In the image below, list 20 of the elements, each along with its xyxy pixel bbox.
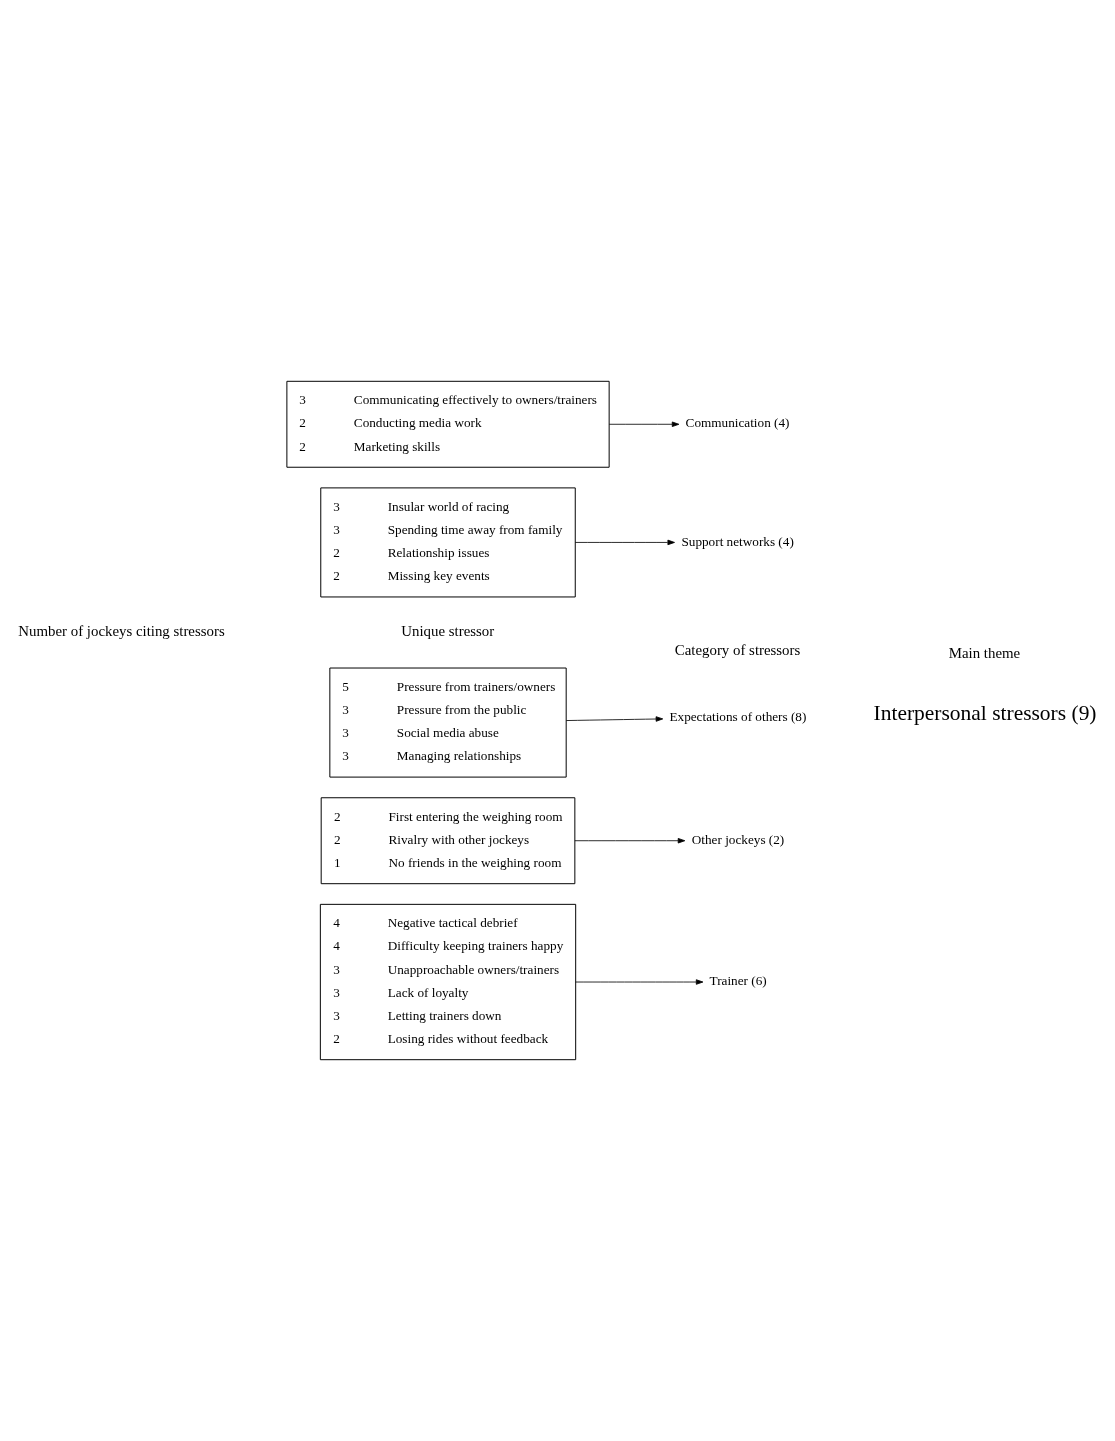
- node-text: Trainer (6): [709, 973, 767, 989]
- label: Number of jockeys citing stressors: [18, 623, 225, 640]
- label: Unique stressor: [401, 623, 495, 640]
- arrow: [608, 421, 680, 427]
- node-box: 2 First entering the weighing room 2 Rivalry with other jockeys 1 No friends in the weighing room: [320, 797, 576, 885]
- label: Category of stressors: [674, 642, 801, 659]
- node-box: 5 Pressure from trainers/owners 3 Pressure from the public 3 Social media abuse 3 Managing relationships: [329, 667, 567, 778]
- node-text: Communication (4): [685, 415, 790, 431]
- arrow: [575, 979, 704, 985]
- node-text: Other jockeys (2): [691, 831, 785, 847]
- node-text: Support networks (4): [681, 533, 794, 549]
- node-box: 4 Negative tactical debrief 4 Difficulty keeping trainers happy 3 Unapproachable owners/trainers 3 Lack of loyalty 3 Letting trainers down 2 Losing rides without feedback: [319, 903, 577, 1061]
- label: Main theme: [948, 644, 1021, 661]
- arrow: [565, 716, 664, 722]
- node-text: Expectations of others (8): [669, 708, 807, 724]
- node-box: 3 Insular world of racing 3 Spending time away from family 2 Relationship issues 2 Missing key events: [320, 487, 576, 598]
- arrow: [574, 539, 675, 546]
- arrow: [574, 838, 686, 844]
- label: Interpersonal stressors (9): [873, 701, 1097, 726]
- node-box: 3 Communicating effectively to owners/trainers 2 Conducting media work 2 Marketing skills: [286, 380, 610, 468]
